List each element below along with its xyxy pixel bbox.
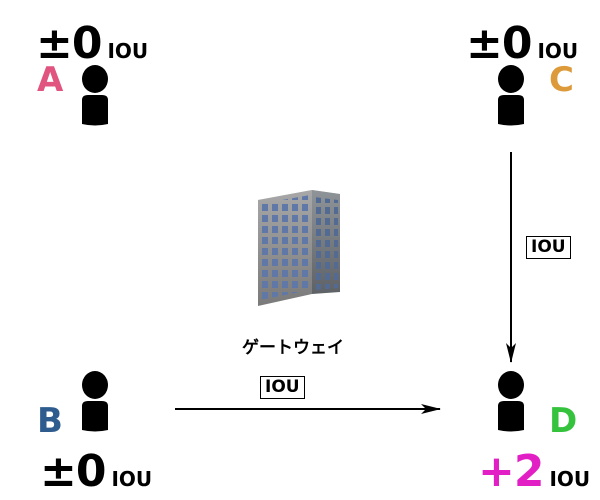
node-d-balance-amount: +2	[478, 446, 544, 497]
node-c-balance-unit: IOU	[537, 39, 579, 63]
person-icon	[82, 65, 108, 126]
node-a-balance-amount: ±0	[36, 18, 102, 69]
person-icon	[82, 371, 108, 432]
edge-b-to-d-label: IOU	[260, 376, 305, 399]
node-a-balance: ±0 IOU	[36, 22, 148, 66]
node-d-balance: +2 IOU	[478, 450, 590, 494]
node-b-balance: ±0 IOU	[40, 450, 152, 494]
edge-c-to-d-label: IOU	[526, 236, 571, 259]
node-d-letter: D	[549, 401, 578, 441]
node-a-balance-unit: IOU	[107, 39, 149, 63]
node-c-letter: C	[549, 60, 574, 100]
person-icon	[498, 371, 524, 432]
node-b-letter: B	[37, 401, 63, 441]
node-c-balance-amount: ±0	[466, 18, 532, 69]
building-icon	[258, 190, 340, 306]
person-icon	[498, 65, 524, 126]
node-b-balance-unit: IOU	[111, 467, 153, 491]
node-d-balance-unit: IOU	[549, 467, 591, 491]
node-b-balance-amount: ±0	[40, 446, 106, 497]
gateway-label: ゲートウェイ	[242, 338, 344, 358]
node-c-balance: ±0 IOU	[466, 22, 578, 66]
node-a-letter: A	[37, 60, 64, 100]
